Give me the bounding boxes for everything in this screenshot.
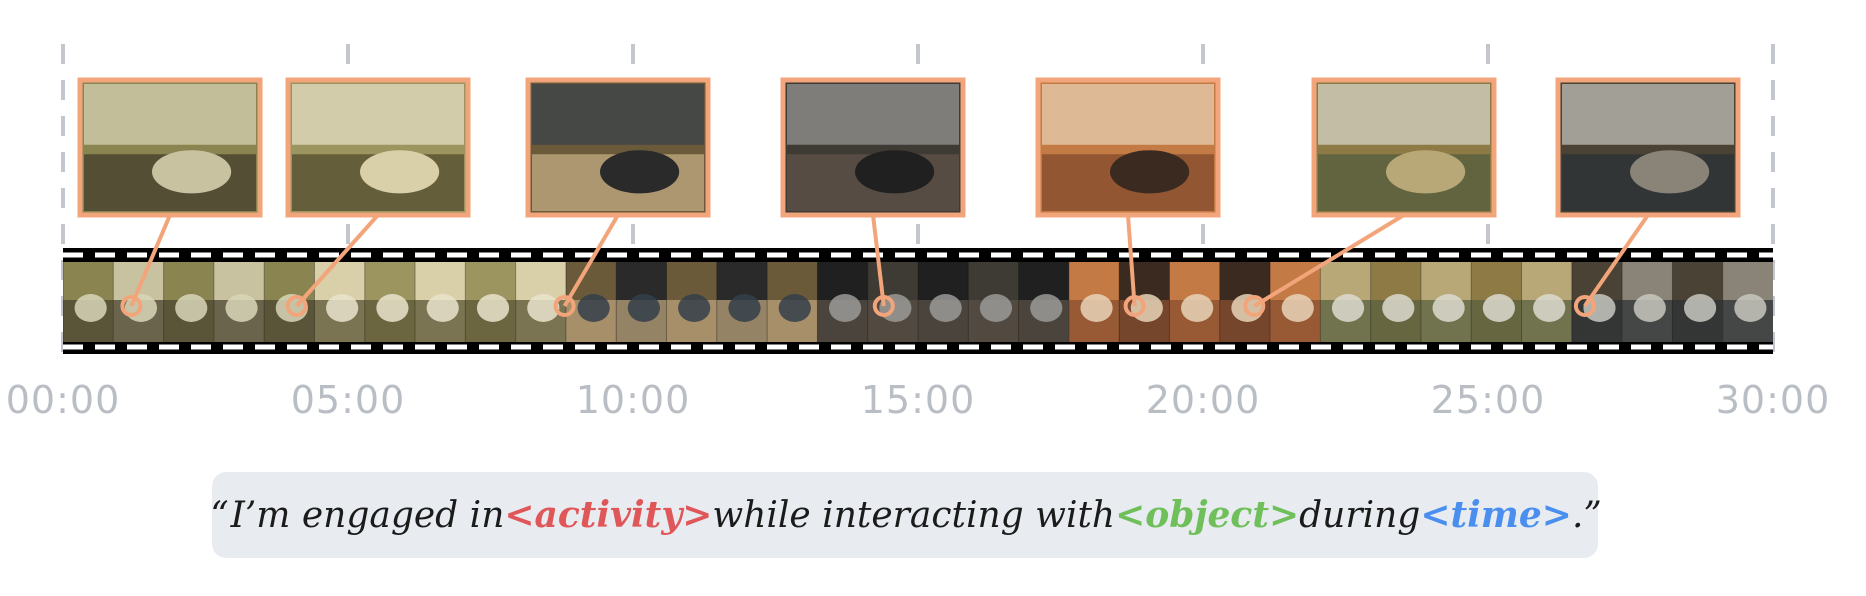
tick-label: 05:00 xyxy=(290,378,406,422)
keyframe-cooking-pot xyxy=(525,77,711,218)
keyframe-washing-dishes xyxy=(1555,77,1741,218)
film-frame-highlight xyxy=(1683,294,1717,322)
film-frame-highlight xyxy=(326,294,359,322)
keyframe-bathroom-mirror xyxy=(77,77,263,218)
tick-label: 30:00 xyxy=(1715,378,1831,422)
keyframe-wall xyxy=(1318,84,1490,145)
keyframe-wall xyxy=(532,84,704,145)
film-frame-highlight xyxy=(1181,294,1214,322)
keyframe-bathroom-sink xyxy=(285,77,471,218)
timeline-svg xyxy=(61,44,1775,356)
film-frame-highlight xyxy=(1030,294,1063,322)
keyframe-wall xyxy=(1042,84,1214,145)
keyframe-reading-paper xyxy=(1311,77,1497,218)
keyframe-wall xyxy=(292,84,464,145)
keyframe-hands xyxy=(1386,150,1466,194)
keyframe-hands xyxy=(855,150,935,194)
film-frame-highlight xyxy=(1482,294,1515,322)
film-frame-highlight xyxy=(728,294,761,322)
film-frame-highlight xyxy=(1080,294,1113,322)
film-frame-highlight xyxy=(175,294,208,322)
film-frame-highlight xyxy=(828,294,862,322)
tick-label: 00:00 xyxy=(5,378,121,422)
connector-line xyxy=(562,213,620,308)
keyframe-wall xyxy=(1562,84,1734,145)
film-frame-highlight xyxy=(678,294,711,322)
keyframe-hands xyxy=(600,150,680,194)
keyframe-kitchen-shelf xyxy=(1035,77,1221,218)
tick-label: 25:00 xyxy=(1430,378,1546,422)
tick-label: 10:00 xyxy=(575,378,691,422)
film-frame-highlight xyxy=(476,294,510,322)
keyframe-marker xyxy=(1123,295,1146,317)
keyframe-marker xyxy=(285,295,308,317)
film-frame-highlight xyxy=(979,294,1013,322)
connector-line xyxy=(1583,213,1650,308)
connector-line xyxy=(1126,214,1137,307)
film-frame-highlight xyxy=(577,294,610,322)
keyframe-marker xyxy=(120,295,143,317)
connector-line xyxy=(129,214,172,307)
keyframe-marker xyxy=(553,295,576,317)
film-frame-highlight xyxy=(225,294,258,322)
film-frame-highlight xyxy=(1281,294,1314,322)
keyframe-marker xyxy=(872,295,895,317)
keyframe-wall xyxy=(787,84,959,145)
film-frame-highlight xyxy=(1633,294,1666,322)
keyframe-desk-computer xyxy=(780,77,966,218)
film-frame-highlight xyxy=(376,294,409,322)
caption-open-quote: “ xyxy=(210,494,229,536)
tick-label: 20:00 xyxy=(1145,378,1261,422)
connector-line xyxy=(871,214,886,307)
film-frame-highlight xyxy=(1533,294,1566,322)
film-frame-highlight xyxy=(1432,294,1465,322)
caption-object-token: <object> xyxy=(1115,494,1300,536)
film-frame-highlight xyxy=(627,294,660,322)
caption-text-2: while interacting with xyxy=(712,494,1116,536)
caption-close: .” xyxy=(1571,494,1602,536)
keyframe-hands xyxy=(360,150,440,194)
film-frame-highlight xyxy=(527,294,560,322)
film-frame-highlight xyxy=(74,294,107,322)
film-frame-highlight xyxy=(778,294,811,322)
keyframe-hands xyxy=(1630,150,1710,194)
connector-line xyxy=(295,213,380,308)
film-frame-highlight xyxy=(426,294,459,322)
caption-activity-token: <activity> xyxy=(504,494,713,536)
keyframe-wall xyxy=(84,84,256,145)
caption-time-token: <time> xyxy=(1420,494,1572,536)
film-frame-highlight xyxy=(1734,294,1767,322)
keyframe-hands xyxy=(152,150,232,194)
connector-line xyxy=(1253,213,1406,308)
film-frame-highlight xyxy=(1382,294,1415,322)
caption-box: “I’m engaged in <activity> while interac… xyxy=(210,472,1602,558)
caption-text-3: during xyxy=(1299,494,1421,536)
keyframe-hands xyxy=(1110,150,1190,194)
film-frame-highlight xyxy=(929,294,962,322)
caption-text-1: I’m engaged in xyxy=(230,494,505,536)
keyframe-marker xyxy=(1243,295,1266,317)
tick-label: 15:00 xyxy=(860,378,976,422)
keyframe-marker xyxy=(1573,295,1596,317)
film-frame-highlight xyxy=(1331,294,1365,322)
